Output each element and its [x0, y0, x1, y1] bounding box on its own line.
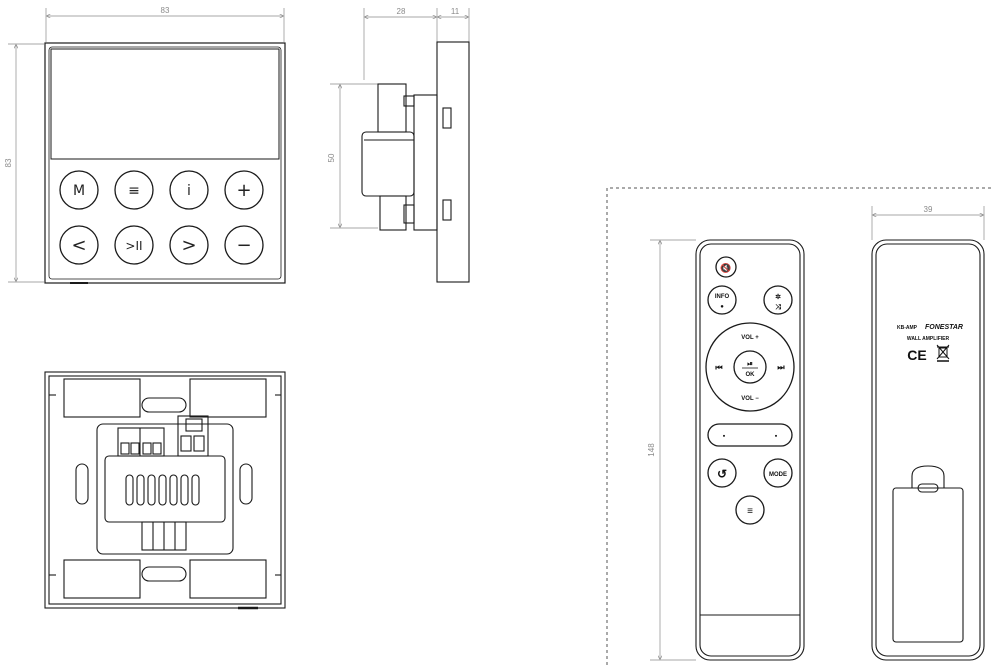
ok-play-pause-button[interactable]: ⏯ OK	[733, 350, 767, 384]
ok-label: OK	[746, 372, 756, 378]
navigation-ring: VOL + VOL − ⏮ ⏭ ⏯ OK	[705, 322, 795, 412]
menu-icon: ≡	[747, 506, 753, 517]
previous-icon: <	[71, 235, 86, 256]
mode-button-label: MODE	[769, 472, 787, 478]
front-button-play-pause[interactable]: >II	[114, 225, 154, 265]
connector-block-right	[177, 415, 209, 457]
play-pause-icon: ⏯	[747, 361, 753, 368]
side-height-dimension	[330, 83, 378, 229]
front-button-m[interactable]: M	[59, 170, 99, 210]
side-panel-label: 11	[451, 7, 460, 16]
repeat-icon: ✲	[775, 293, 781, 301]
side-depth-dimension	[363, 8, 470, 80]
minus-icon: −	[236, 235, 251, 256]
shuffle-icon: ⤨	[775, 303, 781, 311]
mode-m-icon: M	[73, 183, 85, 199]
dashed-frame	[606, 187, 992, 665]
vol-up-button[interactable]: VOL +	[741, 335, 759, 341]
shuffle-button[interactable]: ✲ ⤨	[763, 285, 793, 315]
mode-button[interactable]: MODE	[763, 458, 793, 488]
vol-up-label: VOL +	[741, 335, 759, 341]
vol-down-button[interactable]: VOL −	[741, 396, 759, 402]
menu-icon: ≡	[128, 183, 140, 199]
remote-back: 39 KB-AMP FONESTAR WALL AMPLIFIER CE	[871, 205, 985, 661]
front-view: 83 83 M ≡ i + <	[4, 6, 286, 284]
mute-icon: 🔇	[720, 262, 731, 273]
vol-down-label: VOL −	[741, 396, 759, 402]
side-body	[361, 41, 470, 283]
folder-rocker[interactable]: ▪ ▪	[707, 423, 793, 447]
back-vent-slots	[125, 474, 200, 506]
side-view: 28 11 50	[327, 7, 470, 283]
folder-up-icon: ▪	[775, 433, 778, 440]
model-label: KB-AMP	[897, 325, 918, 331]
back-view	[44, 371, 286, 610]
next-icon: >	[181, 235, 196, 256]
lock-icon: ●	[720, 304, 724, 310]
front-panel-outline	[44, 42, 286, 284]
plus-icon: +	[236, 180, 251, 201]
remote-height-label: 148	[647, 443, 656, 457]
remote-width-label: 39	[924, 205, 933, 214]
previous-track-button[interactable]: ⏮	[715, 363, 722, 372]
remote-back-body	[871, 239, 985, 661]
remote-front-body	[695, 239, 805, 661]
front-width-dimension	[45, 8, 285, 42]
front-height-label: 83	[4, 158, 13, 167]
remote-front: 148 🔇 INFO ● ✲ ⤨ VOL + VOL −	[647, 239, 805, 661]
info-icon: i	[187, 183, 191, 199]
brand-label: FONESTAR	[925, 324, 963, 331]
previous-track-icon: ⏮	[715, 363, 722, 372]
remote-back-inner	[875, 243, 981, 657]
next-track-icon: ⏭	[777, 363, 785, 372]
remote-height-dimension	[650, 239, 696, 661]
weee-bin-icon	[936, 344, 950, 362]
front-button-minus[interactable]: −	[224, 225, 264, 265]
info-button[interactable]: INFO ●	[707, 285, 737, 315]
back-button[interactable]: ↺	[707, 458, 737, 488]
front-button-plus[interactable]: +	[224, 170, 264, 210]
next-track-button[interactable]: ⏭	[777, 363, 785, 372]
return-icon: ↺	[717, 467, 727, 481]
remote-front-inner	[699, 243, 801, 657]
mute-button[interactable]: 🔇	[715, 256, 737, 278]
folder-down-icon: ▪	[723, 433, 726, 440]
front-panel-inner	[48, 46, 282, 280]
subtitle-label: WALL AMPLIFIER	[907, 336, 950, 342]
front-height-dimension	[8, 43, 44, 283]
connector-block-left	[117, 427, 165, 457]
front-button-menu[interactable]: ≡	[114, 170, 154, 210]
remote-width-dimension	[871, 206, 985, 240]
menu-button[interactable]: ≡	[735, 495, 765, 525]
battery-cover	[892, 487, 964, 643]
side-depth-label: 28	[397, 7, 406, 16]
connector-block-bottom	[141, 521, 187, 551]
front-width-label: 83	[161, 6, 170, 15]
battery-cover-latch	[917, 483, 939, 493]
front-button-info[interactable]: i	[169, 170, 209, 210]
ce-mark: CE	[907, 347, 926, 363]
side-height-label: 50	[327, 153, 336, 162]
front-button-next[interactable]: >	[169, 225, 209, 265]
battery-cover-tab	[911, 465, 945, 488]
front-button-previous[interactable]: <	[59, 225, 99, 265]
display-screen	[50, 48, 280, 160]
info-button-label: INFO	[715, 294, 730, 300]
play-pause-icon: >II	[125, 239, 142, 253]
